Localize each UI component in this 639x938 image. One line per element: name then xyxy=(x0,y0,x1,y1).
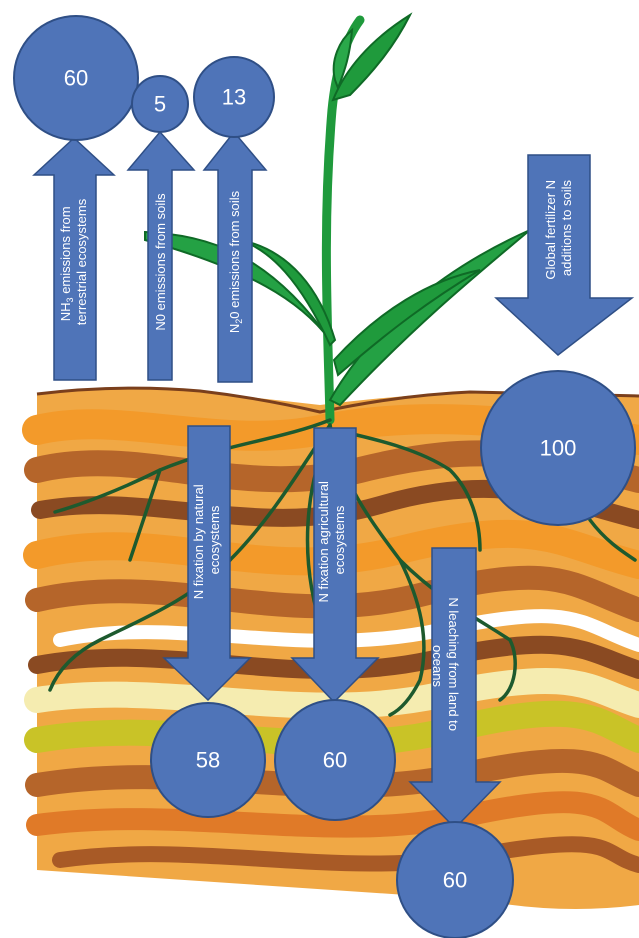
natural-arrow-label-line1: N fixation by natural xyxy=(191,484,206,599)
agricultural-fixation-value: 60 xyxy=(323,748,347,773)
natural-fixation-value: 58 xyxy=(196,748,220,773)
natural-fixation-circle xyxy=(150,702,266,818)
fertilizer-circle xyxy=(480,370,636,526)
soil-band-brown-2 xyxy=(25,565,639,622)
nh3-arrow-label-line1: NH3 emissions from xyxy=(58,206,75,321)
fertilizer-arrow: Global fertilizer N additions to soils xyxy=(494,154,635,356)
n2o-emission-arrow: N20 emissions from soils xyxy=(202,130,268,383)
soil-band-white xyxy=(53,609,639,652)
soil-band-yellow xyxy=(24,700,639,756)
soil-band-orange-2 xyxy=(23,519,639,579)
svg-text:N fixation agricultural: N fixation agricultural ecosystems xyxy=(316,477,347,602)
plant-seed-head-2 xyxy=(332,27,354,91)
leaching-circle xyxy=(396,821,514,938)
svg-text:Global fertilizer N addi: Global fertilizer N additions to soils xyxy=(543,176,574,279)
root-9 xyxy=(588,518,637,562)
root-1 xyxy=(53,418,332,514)
nh3-value: 60 xyxy=(64,66,88,91)
svg-text:N leaching from land to: N leaching from land to oceans xyxy=(430,597,461,734)
agricultural-fixation-arrow: N fixation agricultural ecosystems xyxy=(290,427,380,704)
root-5 xyxy=(333,428,482,552)
soil-surface-line xyxy=(36,386,639,414)
agricultural-fixation-circle xyxy=(274,699,396,821)
no-arrow-label: N0 emissions from soils xyxy=(153,193,168,331)
plant-seed-head xyxy=(331,12,413,102)
soil-band-cream xyxy=(24,667,639,719)
no-emission-arrow: N0 emissions from soils xyxy=(126,130,196,381)
root-8 xyxy=(128,468,162,562)
svg-text:NH3 emissions from terre: NH3 emissions from terrestrial ecosystem… xyxy=(58,198,89,325)
leaching-arrow-label-line1: N leaching from land to xyxy=(446,597,461,731)
root-7 xyxy=(388,558,426,717)
nh3-emission-arrow: NH3 emissions from terrestrial ecosystem… xyxy=(32,136,116,381)
leaching-value: 60 xyxy=(443,868,467,893)
root-2 xyxy=(48,423,332,692)
n2o-circle xyxy=(193,56,275,138)
svg-text:N fixation by natural ec: N fixation by natural ecosystems xyxy=(191,481,222,600)
n2o-value: 13 xyxy=(222,85,246,110)
leaching-arrow: N leaching from land to oceans xyxy=(408,547,502,830)
fertilizer-value: 100 xyxy=(540,436,577,461)
plant-leaf-right-2 xyxy=(332,269,481,377)
soil-band-orange-3 xyxy=(26,791,639,841)
natural-arrow-label-line2: ecosystems xyxy=(207,505,222,574)
soil-band-dark-2 xyxy=(28,635,639,679)
plant-leaf-right xyxy=(328,229,531,407)
fertilizer-arrow-label-line2: additions to soils xyxy=(559,179,574,276)
leaching-arrow-label-line2: oceans xyxy=(430,645,445,687)
no-value: 5 xyxy=(154,92,166,117)
agricultural-arrow-label-line1: N fixation agricultural xyxy=(316,481,331,602)
natural-fixation-arrow: N fixation by natural ecosystems xyxy=(162,425,252,702)
nh3-circle xyxy=(13,15,139,141)
no-circle xyxy=(131,75,189,133)
nh3-arrow-label-line2: terrestrial ecosystems xyxy=(74,198,89,325)
n2o-arrow-label: N20 emissions from soils xyxy=(227,190,244,333)
agricultural-arrow-label-line2: ecosystems xyxy=(332,505,347,574)
fertilizer-arrow-label-line1: Global fertilizer N xyxy=(543,180,558,280)
